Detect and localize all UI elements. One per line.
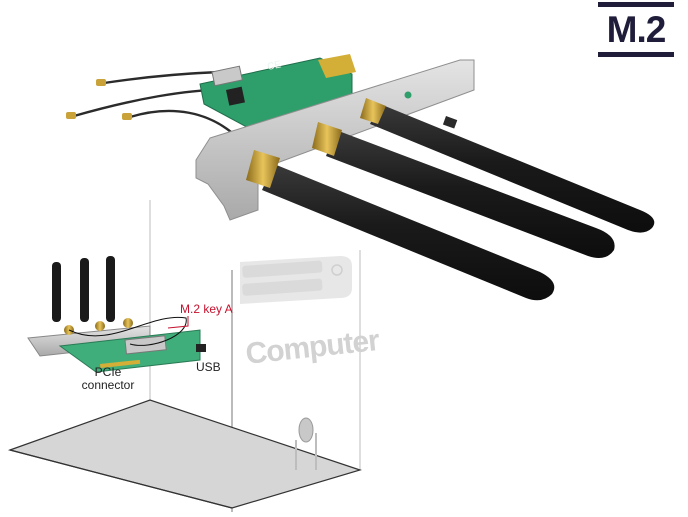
- drive-bay-icon: [240, 256, 352, 304]
- antenna-2: [312, 122, 615, 258]
- usb-label: USB: [196, 360, 221, 374]
- badge-top-bar: [598, 2, 674, 7]
- badge-label: M.2: [606, 9, 667, 50]
- badge-bottom-bar: [598, 52, 674, 57]
- antenna-1: [246, 150, 555, 301]
- pcie-label-line1: PCIe: [94, 365, 122, 379]
- power-button-icon: [295, 417, 317, 470]
- antenna-3: [360, 98, 655, 233]
- pcie-connector-label: PCIe connector: [76, 366, 140, 392]
- svg-text:CE: CE: [266, 59, 282, 73]
- pcie-label-line2: connector: [81, 378, 135, 392]
- installation-diagram: [27, 256, 206, 373]
- ufl-connector-icons: [66, 79, 132, 120]
- m2-badge: M.2: [596, 2, 676, 60]
- m2-adapter-card: CE: [199, 54, 356, 133]
- m2-key-label: M.2 key A: [180, 302, 233, 316]
